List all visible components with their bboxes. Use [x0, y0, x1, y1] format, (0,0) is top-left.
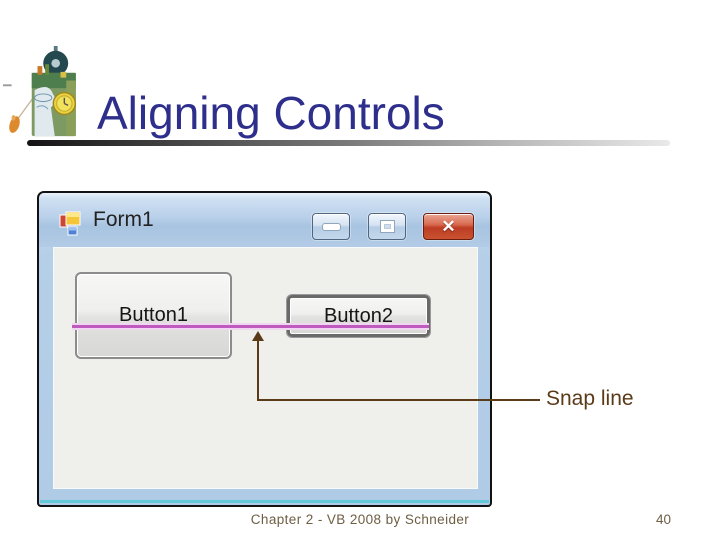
- winforms-form-icon: [59, 211, 81, 236]
- button1-control[interactable]: Button1: [75, 272, 232, 359]
- snap-line-annotation: Snap line: [546, 387, 634, 410]
- minimize-bar-icon: [322, 223, 340, 230]
- snap-line: [72, 323, 429, 330]
- title-underline-rule: [27, 140, 670, 146]
- button2-label: Button2: [324, 304, 393, 327]
- minimize-button[interactable]: [312, 213, 350, 240]
- close-x-icon: ✕: [441, 217, 456, 236]
- form1-window: Form1 ✕ Button1 Button2: [37, 191, 492, 507]
- footer-text: Chapter 2 - VB 2008 by Schneider: [250, 512, 470, 527]
- button2-control[interactable]: Button2: [287, 295, 430, 337]
- callout-arrowhead-icon: [252, 331, 264, 341]
- window-titlebar: Form1 ✕: [39, 193, 490, 247]
- button1-label: Button1: [119, 304, 188, 326]
- callout-vertical-line: [257, 339, 259, 401]
- window-title: Form1: [93, 208, 154, 231]
- window-bottom-edge-highlight: [40, 500, 489, 503]
- slide-page-number: 40: [655, 512, 671, 527]
- page-title: Aligning Controls: [97, 87, 445, 139]
- maximize-button[interactable]: [368, 213, 406, 240]
- callout-horizontal-line: [257, 399, 540, 401]
- close-button[interactable]: ✕: [423, 213, 474, 240]
- maximize-square-icon: [380, 221, 394, 232]
- title-clipart-image: [3, 46, 77, 137]
